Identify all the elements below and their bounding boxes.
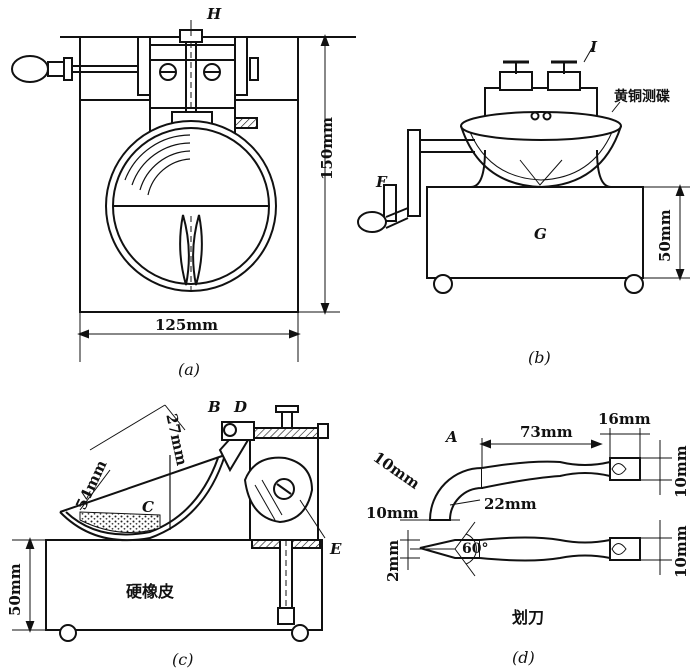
brass-dish-label: 黄铜测碟 <box>614 89 670 105</box>
dim-150mm: 150mm <box>318 116 336 180</box>
dim-73mm: 73mm <box>520 423 573 441</box>
label-A: A <box>446 428 458 446</box>
panel-d-arc-A <box>428 466 483 521</box>
panel-c-drawing <box>12 404 329 642</box>
dim-125mm: 125mm <box>155 316 219 334</box>
tool-label-grooving-tool: 划刀 <box>512 608 545 627</box>
label-I: I <box>590 38 598 56</box>
panel-b-drawing <box>357 47 690 294</box>
angle-60: 60° <box>462 541 489 557</box>
caption-c: (c) <box>172 650 194 669</box>
caption-b: (b) <box>528 348 551 367</box>
label-H: H <box>207 5 222 23</box>
label-D: D <box>234 398 248 416</box>
base-label-hard-rubber: 硬橡皮 <box>126 582 175 601</box>
dim-50mm-c: 50mm <box>6 563 24 616</box>
panel-d-drawing <box>400 428 672 577</box>
label-B: B <box>208 398 221 416</box>
dim-2mm: 2mm <box>384 539 402 582</box>
label-F: F <box>376 173 387 191</box>
panel-a-drawing <box>11 20 356 362</box>
panel-c-rubber-base <box>45 539 323 631</box>
dim-16mm: 16mm <box>598 410 651 428</box>
label-C: C <box>142 498 154 516</box>
label-G: G <box>534 225 547 243</box>
panel-b-base-G <box>426 186 644 279</box>
dim-10mm-right-top: 10mm <box>672 445 690 498</box>
panel-a-handle <box>11 55 148 83</box>
dim-50mm-b: 50mm <box>656 209 674 262</box>
dim-22mm: 22mm <box>484 495 537 513</box>
dim-10mm-right-bottom: 10mm <box>672 525 690 578</box>
caption-d: (d) <box>512 648 535 667</box>
caption-a: (a) <box>178 360 201 379</box>
panel-b-brass-dish <box>460 111 622 141</box>
dim-10mm-left: 10mm <box>366 504 419 522</box>
label-E: E <box>330 540 342 558</box>
